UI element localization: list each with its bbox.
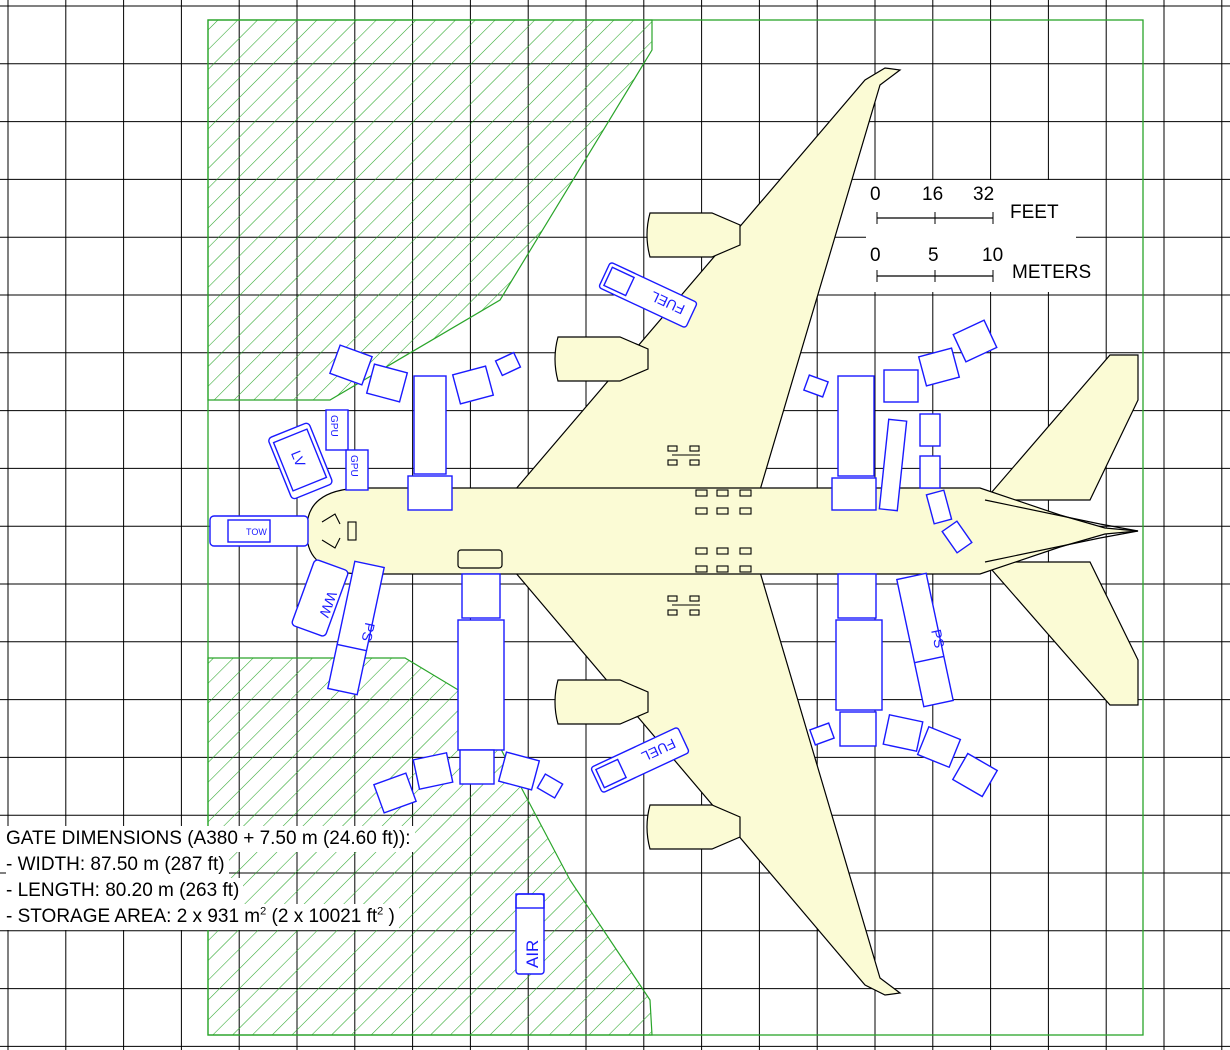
notes-length: - LENGTH: 80.20 m (263 ft) bbox=[6, 878, 244, 904]
feet-unit: FEET bbox=[1010, 202, 1059, 223]
lower-stabilizer bbox=[983, 561, 1139, 706]
notes-storage: - STORAGE AREA: 2 x 931 m2 (2 x 10021 ft… bbox=[6, 904, 399, 930]
loader-fwd-upper bbox=[413, 375, 447, 475]
uld-containers bbox=[328, 319, 999, 814]
fuel-truck-1: FUEL bbox=[598, 262, 698, 328]
engine-2 bbox=[554, 336, 649, 382]
meters-tick-0: 0 bbox=[870, 245, 881, 266]
tow-tractor: TOW bbox=[209, 515, 309, 547]
loader-aft-lower bbox=[837, 573, 877, 619]
passenger-stairs-1: PS bbox=[326, 560, 386, 696]
storage-sup-1: 2 bbox=[260, 905, 267, 918]
gpu-2-label: GPU bbox=[348, 455, 359, 477]
meters-tick-10: 10 bbox=[982, 245, 1003, 266]
scale-bar-background bbox=[866, 180, 1076, 292]
fuel-truck-2: FUEL bbox=[590, 727, 690, 793]
air-start-unit: AIR bbox=[515, 893, 545, 975]
notes-title: GATE DIMENSIONS (A380 + 7.50 m (24.60 ft… bbox=[6, 826, 415, 852]
notes-width: - WIDTH: 87.50 m (287 ft) bbox=[6, 852, 229, 878]
aircraft-a380 bbox=[306, 67, 1139, 996]
ps-2-label: PS bbox=[928, 628, 948, 650]
upper-stabilizer bbox=[983, 354, 1139, 501]
gate-boundary bbox=[207, 19, 1144, 1036]
ground-equipment: TOW LV GPU GPU WW PS bbox=[209, 262, 999, 975]
lv-label: LV bbox=[288, 448, 309, 470]
loader-aft-lower-arm bbox=[835, 619, 883, 711]
loader-fwd-lower-arm bbox=[457, 619, 505, 751]
belt-loader bbox=[878, 418, 908, 512]
meters-tick-5: 5 bbox=[928, 245, 939, 266]
feet-tick-32: 32 bbox=[973, 184, 994, 205]
ps-1-label: PS bbox=[359, 621, 379, 643]
gpu-2: GPU bbox=[345, 449, 369, 491]
loader-aft-upper-base bbox=[831, 477, 877, 511]
feet-tick-0: 0 bbox=[870, 184, 881, 205]
feet-tick-16: 16 bbox=[922, 184, 943, 205]
gpu-1: GPU bbox=[325, 409, 349, 451]
landing-gear bbox=[667, 445, 752, 616]
scale-bar-feet: 0 16 32 FEET bbox=[870, 184, 1059, 224]
air-label: AIR bbox=[523, 940, 542, 968]
storage-area-upper bbox=[207, 19, 653, 401]
passenger-stairs-2: PS bbox=[895, 572, 955, 708]
loader-fwd-upper-base bbox=[407, 475, 453, 511]
loader-fwd-lower bbox=[461, 573, 501, 619]
water-truck: WW bbox=[291, 559, 349, 637]
loader-aft-upper bbox=[837, 375, 875, 477]
scale-bar-meters: 0 5 10 METERS bbox=[870, 245, 1091, 283]
lavatory-vehicle: LV bbox=[268, 422, 333, 500]
storage-sup-2: 2 bbox=[377, 905, 384, 918]
storage-suffix: ) bbox=[383, 906, 395, 927]
tail-cone bbox=[984, 499, 1139, 563]
meters-unit: METERS bbox=[1012, 262, 1091, 283]
gate-dimensions-notes: GATE DIMENSIONS (A380 + 7.50 m (24.60 ft… bbox=[6, 826, 566, 930]
cockpit-windows bbox=[321, 513, 341, 549]
gpu-1-label: GPU bbox=[328, 415, 339, 437]
tow-label: TOW bbox=[246, 527, 267, 537]
engine-1 bbox=[646, 212, 741, 258]
storage-mid: (2 x 10021 ft bbox=[266, 906, 378, 927]
engine-4 bbox=[646, 804, 741, 850]
storage-prefix: - STORAGE AREA: 2 x 931 m bbox=[6, 906, 261, 927]
wing-box bbox=[457, 549, 503, 569]
engine-3 bbox=[554, 679, 649, 725]
